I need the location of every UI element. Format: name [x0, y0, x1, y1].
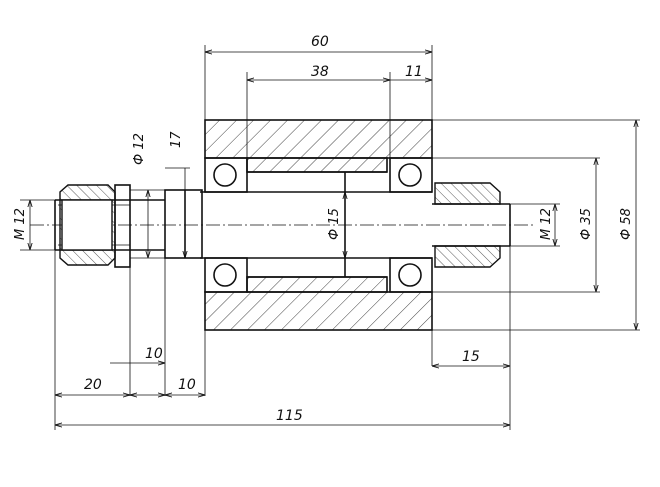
right-bearing-bottom	[389, 257, 433, 293]
dim-right-thread-length: 15	[462, 349, 480, 365]
dim-overall-length: 115	[276, 408, 303, 424]
dim-shaft-diameter: Ф 15	[327, 208, 342, 240]
dim-collar-gap: 10	[145, 346, 163, 362]
dim-right-step: 11	[405, 64, 423, 80]
shaft	[200, 171, 432, 278]
right-nut	[434, 182, 501, 268]
dim-left-thread: M 12	[13, 208, 28, 240]
left-bearing-bottom	[204, 257, 248, 293]
dimension-lines	[30, 52, 636, 425]
shaft-collar	[164, 189, 203, 259]
left-nut	[59, 184, 116, 266]
left-bearing-top	[204, 157, 248, 193]
dim-roller-diameter: Ф 58	[619, 208, 634, 240]
dim-bearing-diameter: Ф 35	[579, 208, 594, 240]
dim-roller-length: 60	[311, 34, 329, 50]
dim-collar-height: 17	[169, 131, 184, 148]
dim-right-thread: M 12	[539, 208, 554, 240]
dim-collar-diameter: Ф 12	[132, 133, 147, 165]
right-bearing-top	[389, 157, 433, 193]
dim-inner-length: 38	[311, 64, 329, 80]
dim-collar-width: 10	[178, 377, 196, 393]
extension-lines	[20, 45, 640, 430]
dim-left-thread-length: 20	[84, 377, 102, 393]
